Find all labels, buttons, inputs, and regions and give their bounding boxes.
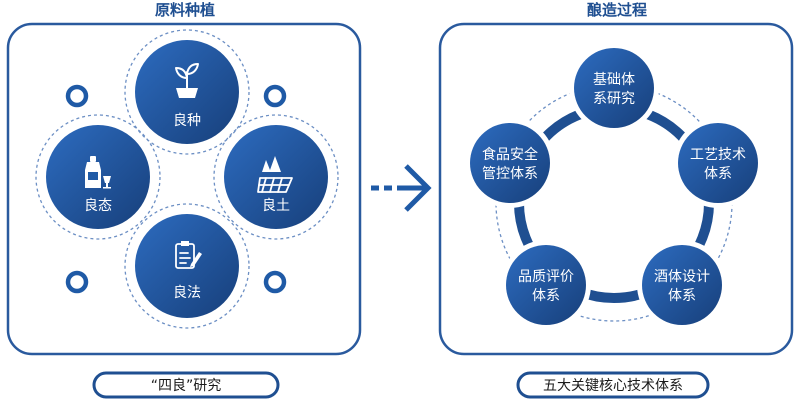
node-label-line1: 品质评价 bbox=[518, 269, 574, 285]
node-label-line1: 酒体设计 bbox=[654, 269, 710, 285]
right-arrow-icon bbox=[371, 164, 432, 212]
checklist-pen-icon bbox=[175, 241, 202, 269]
right-panel: 酿造过程 基础体 系研究 工艺技术 体系 酒体设计 体系 bbox=[438, 1, 794, 356]
node-label: 良态 bbox=[84, 198, 112, 214]
node-liquor-design: 酒体设计 体系 bbox=[637, 240, 727, 330]
node-liangfa: 良法 bbox=[135, 214, 239, 318]
node-process-tech: 工艺技术 体系 bbox=[673, 118, 763, 208]
node-label-line2: 管控体系 bbox=[482, 166, 538, 182]
dashed-orbits bbox=[35, 29, 339, 329]
seedling-icon bbox=[175, 63, 199, 98]
left-caption-pill: “四良”研究 bbox=[92, 371, 280, 399]
node-label-line1: 基础体 bbox=[593, 71, 635, 88]
right-caption-pill: 五大关键核心技术体系 bbox=[516, 371, 710, 399]
node-label-line2: 系研究 bbox=[593, 91, 635, 107]
ring-icon bbox=[65, 270, 89, 294]
node-food-safety: 食品安全 管控体系 bbox=[465, 118, 555, 208]
node-label: 良土 bbox=[262, 198, 290, 214]
ring-icon bbox=[263, 84, 287, 108]
right-panel-frame bbox=[438, 22, 794, 356]
ring-icon bbox=[65, 84, 89, 108]
right-panel-title: 酿造过程 bbox=[587, 1, 647, 19]
ring-decorations bbox=[65, 84, 287, 294]
ring-icon bbox=[263, 270, 287, 294]
node-label-line1: 食品安全 bbox=[482, 146, 538, 163]
left-panel-frame bbox=[6, 22, 362, 356]
node-liangtu: 良土 bbox=[224, 125, 328, 229]
node-label-line2: 体系 bbox=[668, 288, 696, 304]
node-label: 良法 bbox=[173, 285, 201, 301]
farmland-icon bbox=[257, 156, 293, 193]
node-label: 良种 bbox=[173, 113, 201, 129]
node-liangtai: 良态 bbox=[46, 125, 150, 229]
left-panel-title: 原料种植 bbox=[155, 1, 215, 19]
left-panel: 原料种植 良种 bbox=[6, 1, 362, 356]
node-label-line2: 体系 bbox=[704, 166, 732, 182]
node-quality-eval: 品质评价 体系 bbox=[501, 240, 591, 330]
right-caption-text: 五大关键核心技术体系 bbox=[543, 378, 683, 394]
node-liangzhong: 良种 bbox=[135, 40, 239, 144]
node-basic-research: 基础体 系研究 bbox=[569, 43, 659, 133]
bottle-glass-icon bbox=[85, 156, 111, 189]
node-label-line2: 体系 bbox=[532, 288, 560, 304]
node-label-line1: 工艺技术 bbox=[690, 147, 746, 163]
left-caption-text: “四良”研究 bbox=[151, 378, 222, 394]
